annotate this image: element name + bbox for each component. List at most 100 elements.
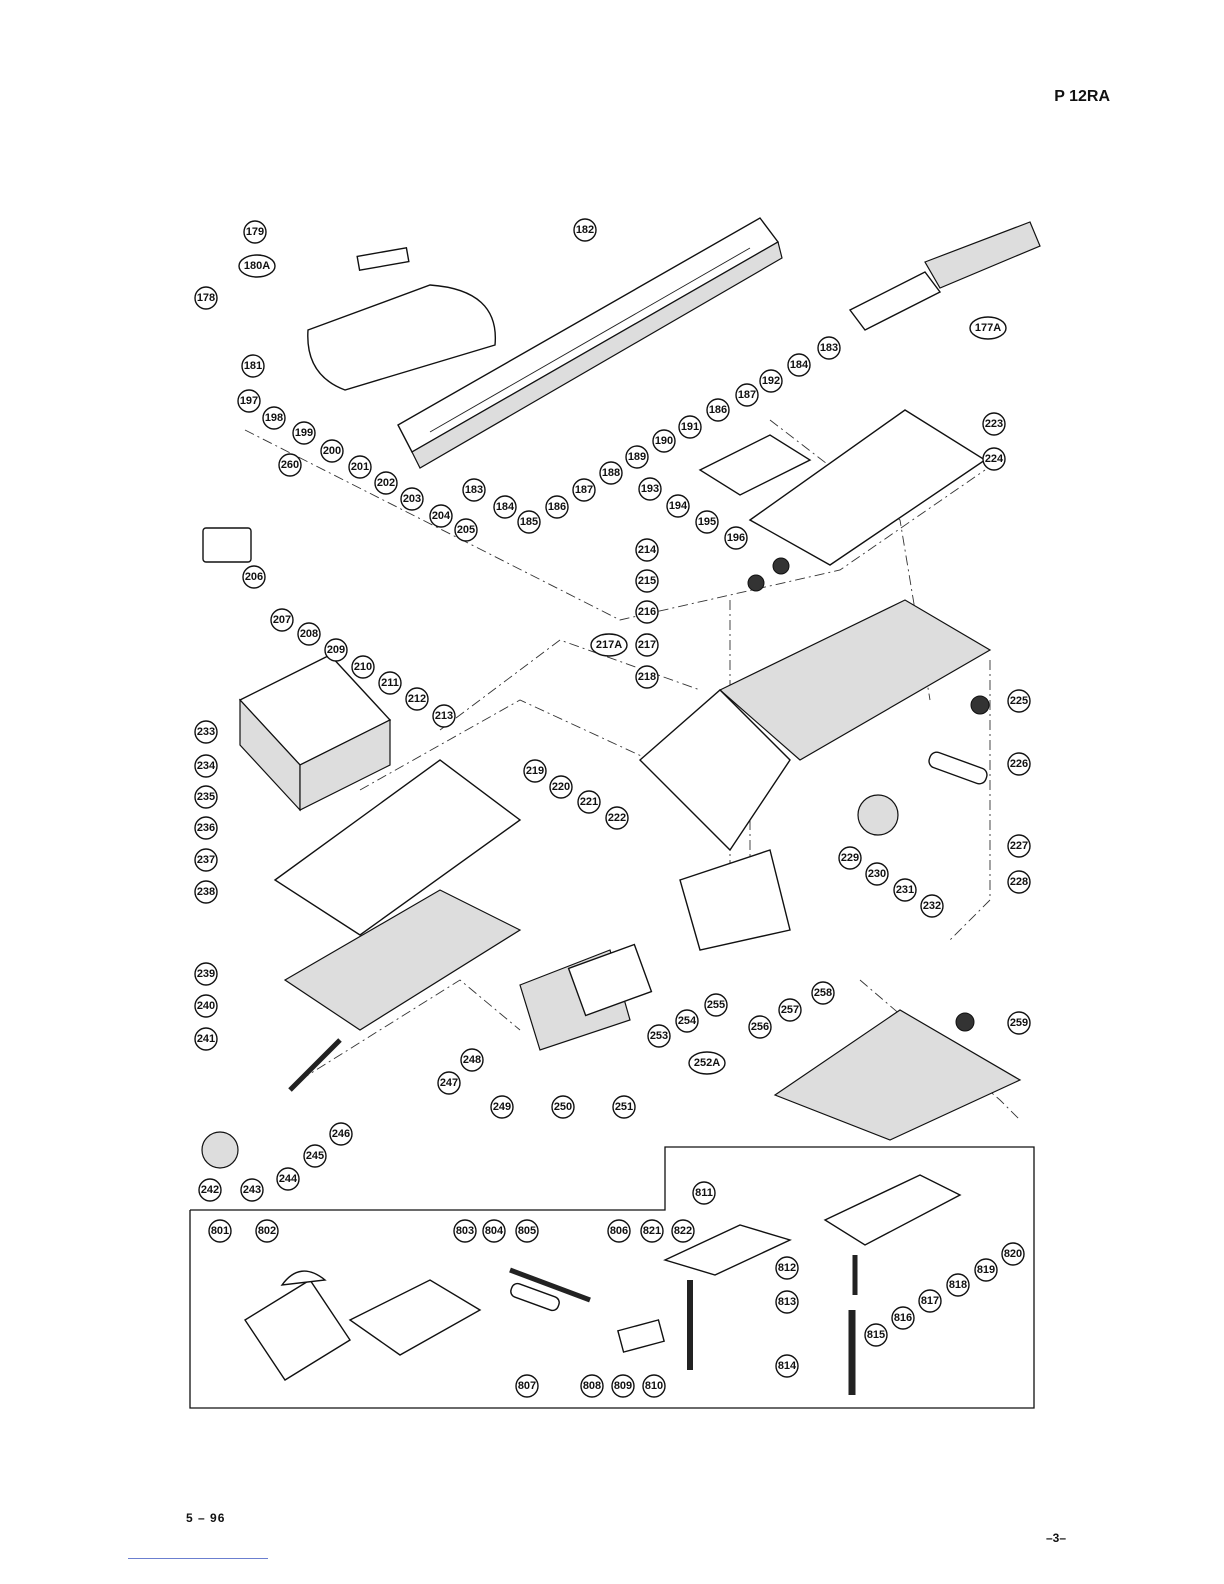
part-label: 200 [320, 439, 344, 463]
part-label-text: 229 [841, 852, 859, 864]
part-label: 191 [678, 415, 702, 439]
part-label-text: 243 [243, 1184, 261, 1196]
part-label-text: 805 [518, 1225, 536, 1237]
part-label: 178 [194, 286, 218, 310]
part-label-text: 189 [628, 451, 646, 463]
part-label-text: 204 [432, 510, 451, 522]
part-label: 241 [194, 1027, 218, 1051]
revision-code: 5 – 96 [186, 1511, 226, 1525]
part-label-text: 239 [197, 968, 215, 980]
part-label: 257 [778, 998, 802, 1022]
part-label: 179 [243, 220, 267, 244]
part-label: 221 [577, 790, 601, 814]
part-label-text: 254 [678, 1015, 697, 1027]
part-label: 184 [787, 353, 811, 377]
part-label-text: 253 [650, 1030, 668, 1042]
part-label: 243 [240, 1178, 264, 1202]
part-label-text: 808 [583, 1380, 601, 1392]
part-label: 182 [573, 218, 597, 242]
part-label: 260 [278, 453, 302, 477]
part-label: 254 [675, 1009, 699, 1033]
part-label-text: 801 [211, 1225, 229, 1237]
part-label: 215 [635, 569, 659, 593]
part-label-text: 223 [985, 418, 1003, 430]
part-label: 201 [348, 455, 372, 479]
part-label-text: 257 [781, 1004, 799, 1016]
part-label-text: 245 [306, 1150, 324, 1162]
part-label-text: 810 [645, 1380, 663, 1392]
part-label-text: 819 [977, 1264, 995, 1276]
part-label-text: 247 [440, 1077, 458, 1089]
part-label-text: 252A [694, 1057, 720, 1069]
part-label-text: 180A [244, 260, 270, 272]
part-label-text: 248 [463, 1054, 481, 1066]
part-label-text: 206 [245, 571, 263, 583]
part-label: 807 [515, 1374, 539, 1398]
part-label-text: 215 [638, 575, 656, 587]
part-label: 249 [490, 1095, 514, 1119]
part-label: 177A [969, 316, 1007, 340]
part-label-text: 232 [923, 900, 941, 912]
part-label: 805 [515, 1219, 539, 1243]
part-label-text: 249 [493, 1101, 511, 1113]
part-label: 811 [692, 1181, 716, 1205]
part-label: 252A [688, 1051, 726, 1075]
part-label: 229 [838, 846, 862, 870]
part-label-text: 242 [201, 1184, 219, 1196]
part-label-text: 238 [197, 886, 215, 898]
part-label: 236 [194, 816, 218, 840]
part-label-text: 214 [638, 544, 657, 556]
part-label-text: 187 [575, 484, 593, 496]
part-label-text: 200 [323, 445, 341, 457]
part-label: 212 [405, 687, 429, 711]
part-label-text: 210 [354, 661, 372, 673]
part-label-text: 226 [1010, 758, 1028, 770]
part-label: 801 [208, 1219, 232, 1243]
part-label: 228 [1007, 870, 1031, 894]
part-label: 815 [864, 1323, 888, 1347]
part-label-text: 227 [1010, 840, 1028, 852]
part-label-text: 211 [381, 677, 399, 689]
part-label-text: 235 [197, 791, 215, 803]
part-label-text: 194 [669, 500, 688, 512]
part-label: 194 [666, 494, 690, 518]
part-label: 258 [811, 981, 835, 1005]
part-label: 195 [695, 510, 719, 534]
part-label: 235 [194, 785, 218, 809]
part-label: 214 [635, 538, 659, 562]
part-label: 203 [400, 487, 424, 511]
part-label-text: 217 [638, 639, 656, 651]
part-label-text: 196 [727, 532, 745, 544]
part-label-text: 812 [778, 1262, 796, 1274]
part-label: 225 [1007, 689, 1031, 713]
page-number: –3– [1046, 1531, 1067, 1545]
part-label-text: 219 [526, 765, 544, 777]
part-label-text: 809 [614, 1380, 632, 1392]
part-label-text: 183 [820, 342, 838, 354]
part-label: 199 [292, 421, 316, 445]
part-label-text: 222 [608, 812, 626, 824]
part-label: 819 [974, 1258, 998, 1282]
part-label: 802 [255, 1219, 279, 1243]
part-label-text: 198 [265, 412, 283, 424]
part-label-text: 218 [638, 671, 656, 683]
part-label-text: 193 [641, 483, 659, 495]
part-label: 192 [759, 369, 783, 393]
part-label: 804 [482, 1219, 506, 1243]
part-label-text: 822 [674, 1225, 692, 1237]
part-label: 187 [735, 383, 759, 407]
part-label-text: 201 [351, 461, 369, 473]
part-label-text: 184 [496, 501, 515, 513]
part-label-text: 208 [300, 628, 318, 640]
part-label: 227 [1007, 834, 1031, 858]
part-label: 217 [635, 633, 659, 657]
part-label-text: 230 [868, 868, 886, 880]
part-label-text: 185 [520, 516, 538, 528]
part-label-text: 209 [327, 644, 345, 656]
part-label: 226 [1007, 752, 1031, 776]
part-label: 223 [982, 412, 1006, 436]
part-label: 186 [545, 495, 569, 519]
part-label-text: 251 [615, 1101, 633, 1113]
part-label: 809 [611, 1374, 635, 1398]
